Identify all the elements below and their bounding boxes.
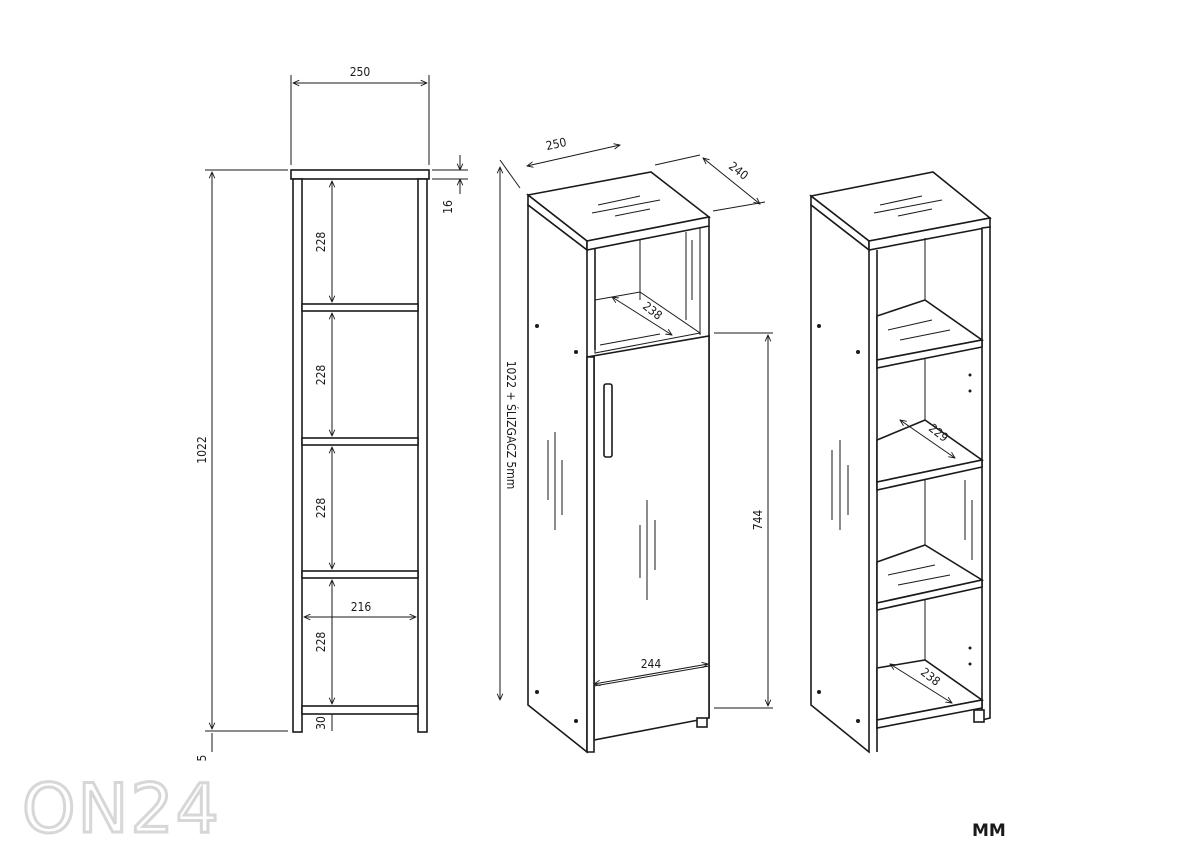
top-thickness-label: 16 bbox=[441, 200, 455, 214]
shelf-gap-label-1: 228 bbox=[314, 232, 328, 253]
shelf-gap-label-4: 228 bbox=[314, 632, 328, 653]
door-width-label: 244 bbox=[641, 657, 662, 671]
shelf-gap-label-3: 228 bbox=[314, 498, 328, 519]
door-height-label: 744 bbox=[751, 510, 765, 531]
bottom-gap-label: 30 bbox=[314, 716, 328, 730]
brand-logo: ON24 bbox=[22, 770, 221, 849]
open-shelf-view: 229 238 bbox=[809, 171, 992, 754]
front-width-label: 250 bbox=[350, 65, 371, 79]
foot-height-label: 5 bbox=[195, 755, 209, 762]
front-height-label: 1022 bbox=[195, 436, 209, 463]
inner-width-label: 216 bbox=[351, 600, 372, 614]
front-elevation-view: 250 16 1022 5 228 228 228 228 216 30 bbox=[195, 65, 468, 761]
unit-label: MM bbox=[972, 821, 1006, 841]
closed-width-label: 250 bbox=[545, 135, 568, 153]
closed-cabinet-view: 250 240 238 1022 + ŚLIZGACZ 5mm 744 244 bbox=[500, 135, 773, 754]
niche-depth-label: 238 bbox=[640, 299, 665, 323]
closed-height-label: 1022 + ŚLIZGACZ 5mm bbox=[504, 361, 519, 490]
shelf-gap-label-2: 228 bbox=[314, 365, 328, 386]
